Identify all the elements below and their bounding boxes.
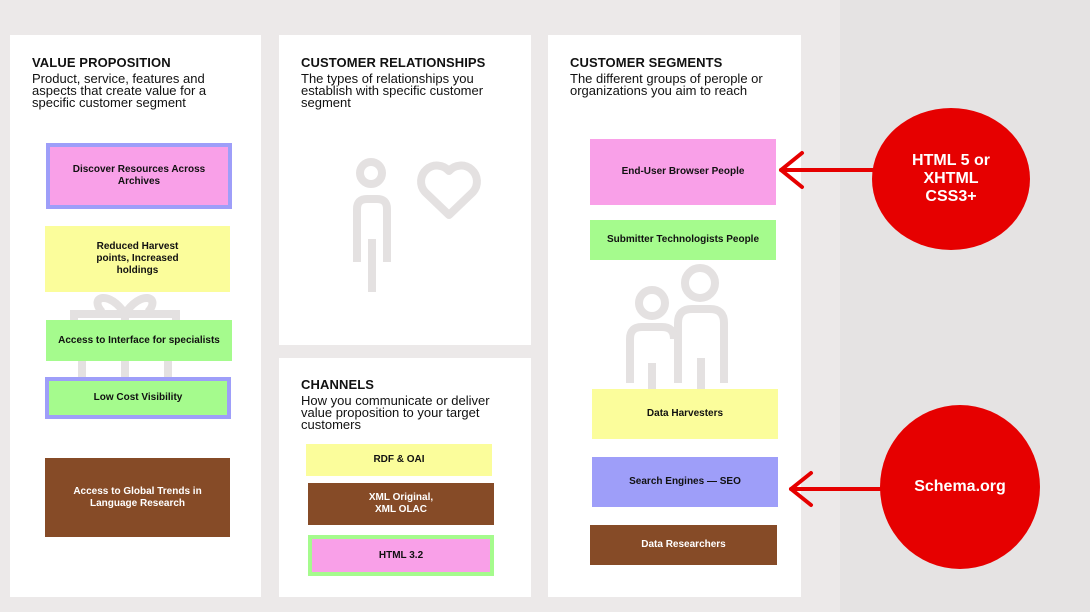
note-xml: XML Original,XML OLAC <box>308 483 494 525</box>
channels-title: CHANNELS <box>301 377 375 392</box>
channels-description: How you communicate or deliver value pro… <box>301 393 490 432</box>
note-end-user-browser: End-User Browser People <box>590 139 776 205</box>
note-data-researchers: Data Researchers <box>590 525 777 565</box>
customer-segments-title: CUSTOMER SEGMENTS <box>570 55 723 70</box>
note-low-cost-visibility: Low Cost Visibility <box>45 377 231 419</box>
person-heart-icon <box>353 158 481 292</box>
note-submitter-technologists: Submitter Technologists People <box>590 220 776 260</box>
note-rdf-oai: RDF & OAI <box>306 444 492 476</box>
customer-relationships-title: CUSTOMER RELATIONSHIPS <box>301 55 486 70</box>
value-proposition-description: Product, service, features and aspects t… <box>32 71 207 110</box>
value-proposition-title: VALUE PROPOSITION <box>32 55 171 70</box>
note-access-interface: Access to Interface for specialists <box>46 320 232 361</box>
customer-segments-description: The different groups of perople or organ… <box>570 71 763 98</box>
customer-relationships-panel: CUSTOMER RELATIONSHIPS The types of rela… <box>279 35 531 345</box>
customer-relationships-description: The types of relationships you establish… <box>301 71 484 110</box>
callout-schema-circle: Schema.org <box>880 405 1040 569</box>
note-html-32: HTML 3.2 <box>308 535 494 576</box>
note-data-harvesters: Data Harvesters <box>592 389 778 439</box>
business-model-canvas: VALUE PROPOSITION Product, service, feat… <box>10 35 801 597</box>
note-search-engines: Search Engines — SEO <box>592 457 778 507</box>
